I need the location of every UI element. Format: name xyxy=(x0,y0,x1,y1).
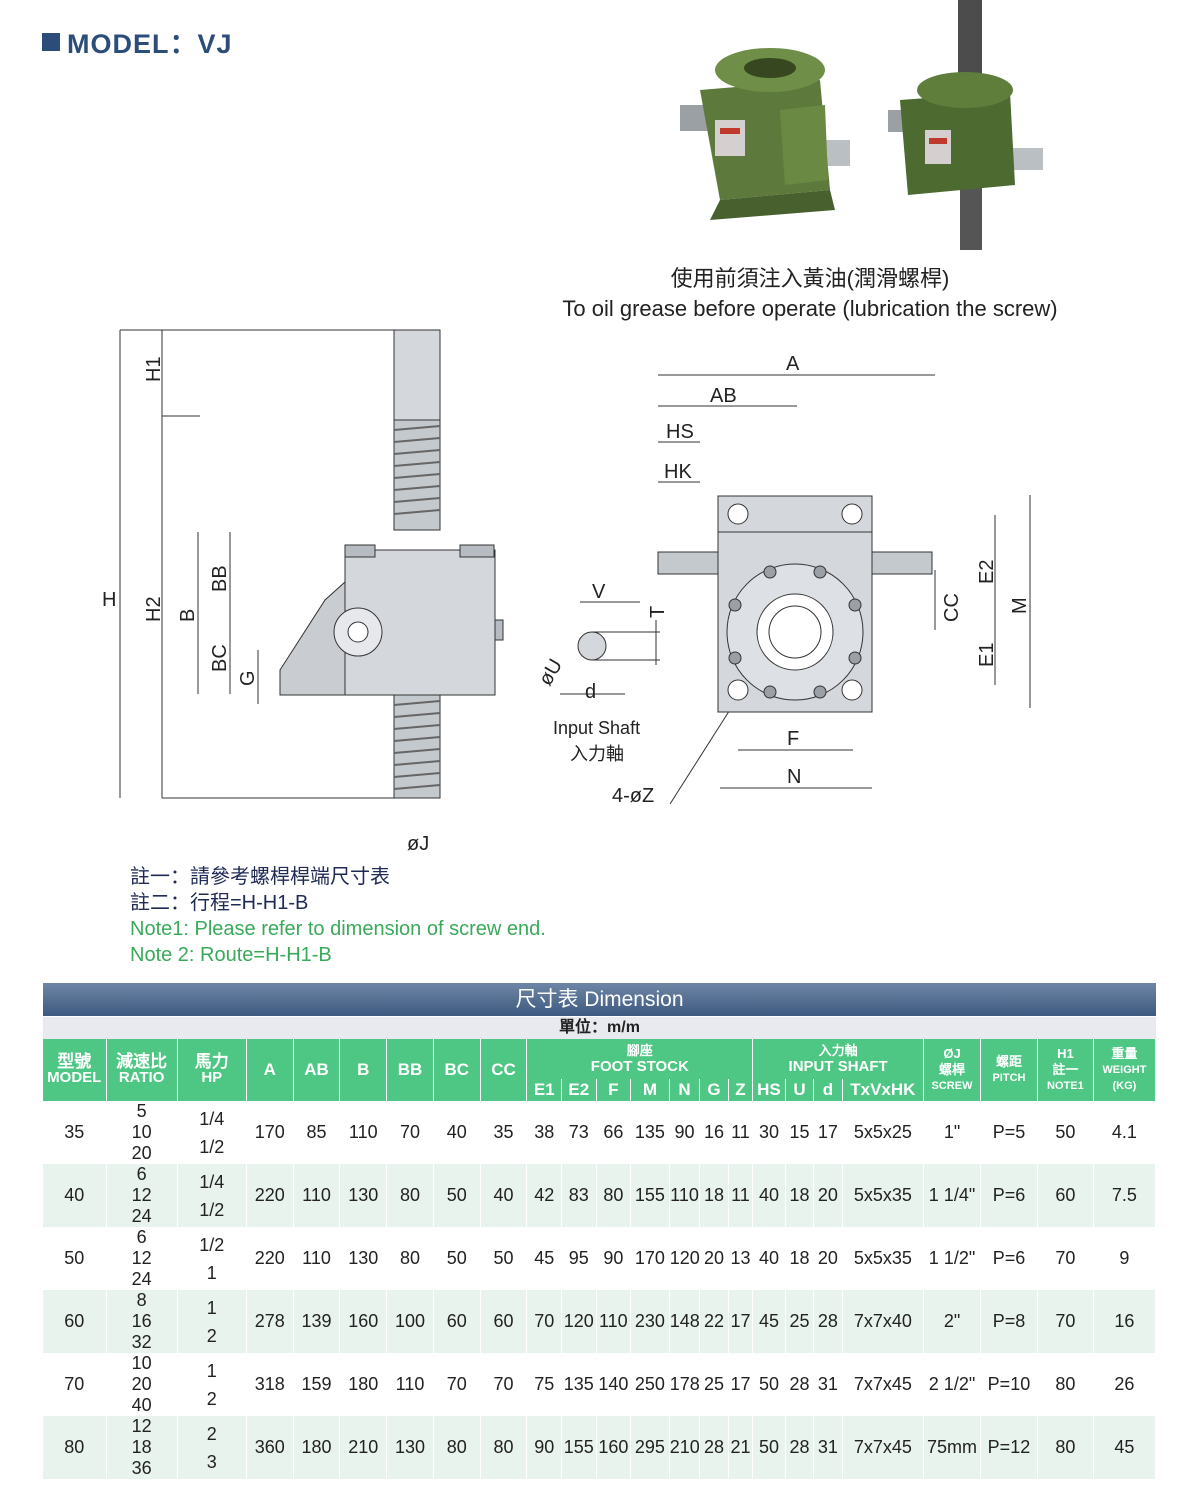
th-U: U xyxy=(785,1079,815,1101)
th-AB: AB xyxy=(293,1039,341,1101)
label-HK: HK xyxy=(664,461,692,483)
th-TVHK: TxVxHK xyxy=(842,1079,925,1101)
label-H: H xyxy=(102,589,116,611)
label-T: T xyxy=(647,606,669,618)
th-G: G xyxy=(699,1079,729,1101)
th-B: B xyxy=(339,1039,388,1101)
th-CC: CC xyxy=(480,1039,528,1101)
label-G: G xyxy=(237,670,259,686)
th-BC: BC xyxy=(433,1039,481,1101)
screw-jack-photo xyxy=(888,0,1043,250)
grease-note-en: To oil grease before operate (lubricatio… xyxy=(562,296,1058,321)
label-A: A xyxy=(786,353,800,375)
label-Z: 4-øZ xyxy=(612,785,654,807)
screw-rod xyxy=(393,329,441,799)
th-M: M xyxy=(630,1079,670,1101)
note-cn-2: 註二：行程=H-H1-B xyxy=(130,892,309,914)
note-en-2: Note 2: Route=H-H1-B xyxy=(130,944,332,966)
label-H1: H1 xyxy=(143,356,165,382)
label-input-shaft-cn: 入力軸 xyxy=(570,744,624,764)
technical-drawing: H H1 H2 B BB BC G øJ V T øU d Input Shaf… xyxy=(102,329,1031,855)
th-Z: Z xyxy=(728,1079,754,1101)
label-input-shaft-en: Input Shaft xyxy=(553,718,640,738)
label-BB: BB xyxy=(209,565,231,592)
grease-note: 使用前須注入黃油(潤滑螺桿) To oil grease before oper… xyxy=(540,264,1080,324)
label-J: øJ xyxy=(407,833,429,855)
label-M: M xyxy=(1009,597,1031,614)
label-CC: CC xyxy=(941,593,963,622)
th-N: N xyxy=(669,1079,701,1101)
unit-label: 單位：m/m xyxy=(43,1017,1156,1039)
note-en-1: Note1: Please refer to dimension of scre… xyxy=(130,918,546,940)
model-title-text: MODEL：VJ xyxy=(67,29,233,59)
gearbox-front-view xyxy=(657,495,933,713)
notes: 註一：請參考螺桿桿端尺寸表 註二：行程=H-H1-B Note1: Please… xyxy=(130,864,546,968)
note-cn-1: 註一：請參考螺桿桿端尺寸表 xyxy=(130,866,390,888)
th-BB: BB xyxy=(386,1039,434,1101)
gearbox-side-view xyxy=(279,544,504,696)
label-d: d xyxy=(585,681,596,703)
gearbox-photo xyxy=(680,48,850,220)
label-E2: E2 xyxy=(976,560,998,584)
dimension-title: 尺寸表 Dimension xyxy=(43,983,1156,1016)
label-N: N xyxy=(787,766,801,788)
input-shaft-detail xyxy=(560,601,660,695)
th-E1: E1 xyxy=(526,1079,562,1101)
label-BC: BC xyxy=(209,644,231,672)
label-HS: HS xyxy=(666,421,694,443)
label-B: B xyxy=(177,609,199,622)
grease-note-cn: 使用前須注入黃油(潤滑螺桿) xyxy=(670,266,950,291)
title-square-icon xyxy=(42,32,60,51)
product-photos xyxy=(680,0,1043,250)
label-F: F xyxy=(787,728,799,750)
label-H2: H2 xyxy=(143,596,165,622)
model-title: MODEL：VJ xyxy=(42,22,233,61)
th-E2: E2 xyxy=(561,1079,597,1101)
label-V: V xyxy=(592,581,606,603)
label-E1: E1 xyxy=(976,643,998,667)
th-A: A xyxy=(246,1039,294,1101)
th-F: F xyxy=(596,1079,632,1101)
label-U: øU xyxy=(535,655,567,689)
th-d: d xyxy=(813,1079,843,1101)
label-AB: AB xyxy=(710,385,737,407)
th-HS: HS xyxy=(752,1079,786,1101)
